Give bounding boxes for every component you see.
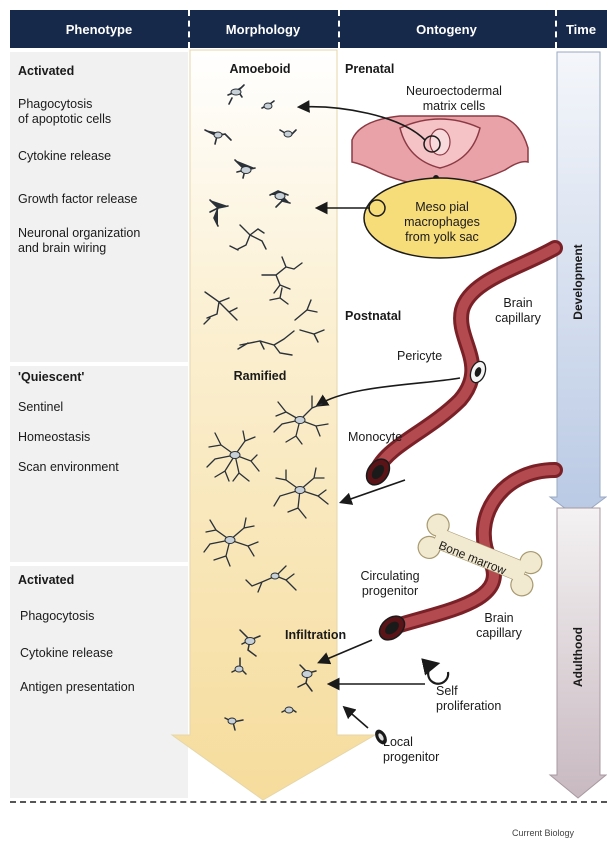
morphology-ramified-label: Ramified [200,369,320,384]
ontogeny-circulating-progenitor-label: Circulating progenitor [348,569,432,599]
phenotype-item: Growth factor release [18,192,138,207]
ontogeny-brain-capillary-upper-label: Brain capillary [483,296,553,326]
phenotype-item: Antigen presentation [20,680,135,695]
phenotype-group3-title: Activated [18,573,74,588]
phenotype-item: Cytokine release [20,646,113,661]
ontogeny-brain-capillary-lower-label: Brain capillary [466,611,532,641]
phenotype-item: Phagocytosis of apoptotic cells [18,97,111,127]
ontogeny-neuroectodermal-label: Neuroectodermal matrix cells [392,84,516,114]
self-proliferation-icon [428,664,448,684]
ontogeny-local-progenitor-label: Local progenitor [383,735,439,765]
phenotype-group2-title: 'Quiescent' [18,370,84,385]
phenotype-item: Cytokine release [18,149,111,164]
bottom-divider [10,801,607,803]
phenotype-item: Homeostasis [18,430,90,445]
ontogeny-postnatal-label: Postnatal [345,309,401,324]
ontogeny-pericyte-label: Pericyte [397,349,442,364]
ontogeny-monocyte-label: Monocyte [348,430,402,445]
time-adulthood-label: Adulthood [571,617,585,697]
phenotype-group1-title: Activated [18,64,74,79]
phenotype-item: Phagocytosis [20,609,94,624]
phenotype-item: Sentinel [18,400,63,415]
morphology-amoeboid-label: Amoeboid [200,62,320,77]
time-development-label: Development [571,242,585,322]
phenotype-item: Neuronal organization and brain wiring [18,226,140,256]
ontogeny-meso-pial-label: Meso pial macrophages from yolk sac [392,200,492,245]
phenotype-item: Scan environment [18,460,119,475]
morphology-infiltration-label: Infiltration [285,628,346,643]
footer-source: Current Biology [512,826,574,841]
ontogeny-self-proliferation-label: Self proliferation [436,684,501,714]
brain-capillary-upper [362,248,555,489]
morphology-arrow [172,50,375,800]
ontogeny-prenatal-label: Prenatal [345,62,394,77]
